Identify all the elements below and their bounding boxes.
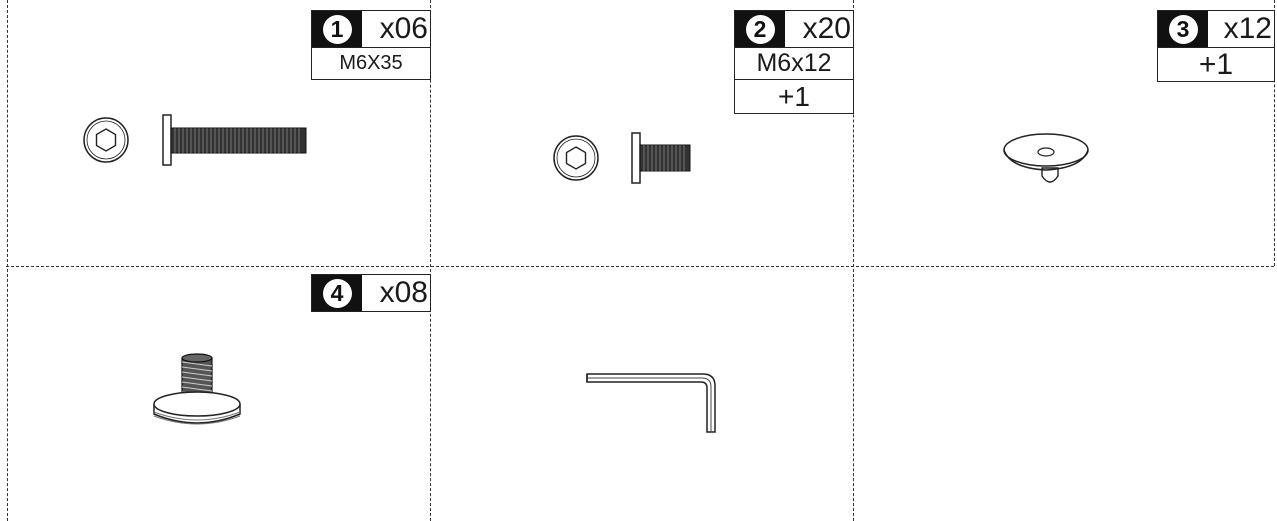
- part-2-quantity: x20: [785, 11, 853, 47]
- column-divider-2: [853, 0, 854, 521]
- part-2-extra: +1: [734, 80, 854, 114]
- part-2-number-badge: 2: [735, 11, 785, 47]
- part-3-label: 3 x12 +1: [1157, 10, 1275, 82]
- part-4-header: 4 x08: [311, 274, 431, 312]
- part-1-header: 1 x06: [311, 10, 431, 48]
- column-divider-1: [430, 0, 431, 521]
- part-2-header: 2 x20: [734, 10, 854, 48]
- part-2-label: 2 x20 M6x12 +1: [734, 10, 854, 114]
- part-1-label: 1 x06 M6X35: [311, 10, 431, 80]
- part-3-header: 3 x12: [1157, 10, 1275, 48]
- part-1-quantity: x06: [362, 11, 430, 47]
- hex-socket-bolt-icon: [83, 114, 307, 166]
- allen-key-icon: [586, 373, 716, 433]
- part-3-quantity: x12: [1208, 11, 1274, 47]
- row-divider: [6, 266, 1274, 267]
- part-3-extra: +1: [1157, 48, 1275, 82]
- part-3-number-badge: 3: [1158, 11, 1208, 47]
- part-4-label: 4 x08: [311, 274, 431, 312]
- part-4-number-badge: 4: [312, 275, 362, 311]
- right-border: [1274, 0, 1275, 266]
- part-2-spec: M6x12: [734, 48, 854, 80]
- part-1-spec: M6X35: [311, 48, 431, 80]
- part-4-quantity: x08: [362, 275, 430, 311]
- hex-socket-bolt-short-icon: [553, 132, 691, 184]
- bolt-cap-icon: [1003, 133, 1089, 183]
- part-1-number-badge: 1: [312, 11, 362, 47]
- adjustable-glide-icon: [153, 353, 241, 425]
- left-border: [7, 0, 8, 521]
